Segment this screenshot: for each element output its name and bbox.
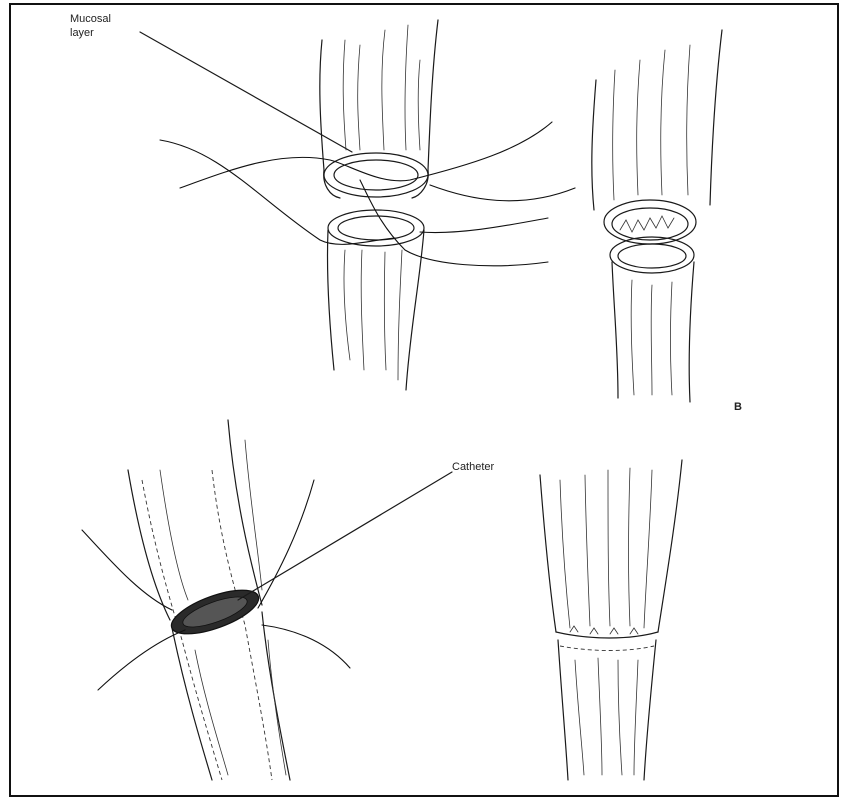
label-mucosal-line2: layer <box>70 27 94 39</box>
label-mucosal-line1: Mucosal <box>70 13 111 25</box>
panel-top-right-posterior-sutured <box>592 30 722 402</box>
label-b: B <box>734 401 742 413</box>
panel-top-left-separated-ends <box>140 20 575 390</box>
label-catheter: Catheter <box>452 461 495 473</box>
panel-bottom-left-catheter <box>82 420 452 780</box>
panel-bottom-right-completed <box>540 460 682 780</box>
